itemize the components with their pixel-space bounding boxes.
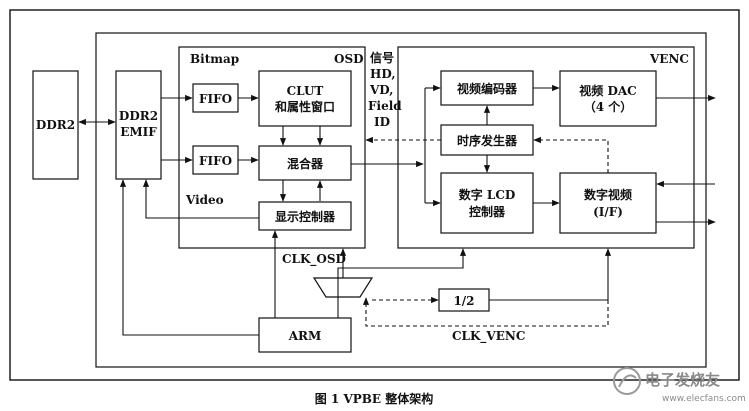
signal-label-3: VD,: [369, 83, 393, 97]
signal-label-1: 信号: [370, 50, 394, 65]
video-label: Video: [185, 193, 224, 207]
divider-text: 1/2: [453, 294, 474, 308]
ddr2-emif-block: [115, 70, 162, 180]
mixer-text: 混合器: [287, 156, 324, 171]
lcd-controller-block: [440, 172, 534, 234]
signal-label-2: HD,: [370, 67, 396, 81]
video-dac-block: [559, 70, 657, 127]
video-dac-text-2: （4 个）: [584, 99, 633, 114]
ddr2-block: [32, 70, 79, 180]
ddr2-emif-text-1: DDR2: [119, 109, 158, 123]
clk-venc-label: CLK_VENC: [452, 329, 525, 344]
lcd-controller-text-2: 控制器: [469, 204, 506, 219]
timing-generator-text: 时序发生器: [457, 133, 518, 148]
clk-osd-label: CLK_OSD: [282, 252, 346, 267]
signal-label-4: Field: [368, 99, 402, 113]
ddr2-text: DDR2: [36, 118, 75, 132]
signal-label-5: ID: [374, 115, 390, 129]
lcd-controller-text-1: 数字 LCD: [459, 187, 516, 202]
osd-region: [178, 46, 366, 249]
watermark-logo-icon: [613, 367, 641, 395]
arm-text: ARM: [288, 329, 322, 343]
digital-video-text-1: 数字视频: [584, 187, 632, 202]
mixer-block: [258, 145, 352, 181]
signal-connections: [78, 84, 716, 336]
bitmap-label: Bitmap: [190, 52, 239, 66]
clock-mux: [312, 277, 374, 298]
ddr2-emif-text-2: EMIF: [120, 125, 157, 139]
watermark: 电子发烧友 www.elecfans.com: [613, 367, 746, 404]
digital-video-block: [559, 172, 657, 234]
figure-frame: [9, 9, 740, 381]
display-controller-text: 显示控制器: [275, 209, 336, 224]
fifo-bottom-text: FIFO: [199, 154, 232, 168]
clut-text-2: 和属性窗口: [274, 99, 335, 114]
vpbe-boundary: [95, 32, 707, 368]
venc-label: VENC: [649, 52, 689, 66]
watermark-text: 电子发烧友: [645, 371, 720, 389]
osd-label: OSD: [334, 52, 364, 66]
watermark-url: www.elecfans.com: [662, 394, 746, 404]
signal-labels: 信号 HD, VD, Field ID: [368, 50, 402, 129]
figure-caption: 图 1 VPBE 整体架构: [315, 391, 434, 406]
fifo-top-text: FIFO: [199, 92, 232, 106]
display-controller-block: [258, 201, 352, 231]
digital-video-text-2: (I/F): [593, 205, 623, 219]
video-dac-text-1: 视频 DAC: [579, 83, 636, 98]
clut-block: [258, 70, 352, 127]
video-encoder-text: 视频编码器: [457, 81, 518, 96]
clut-text-1: CLUT: [287, 84, 324, 98]
venc-region: [397, 46, 695, 249]
watermark-logo-mark: [618, 374, 637, 388]
clock-connections: [362, 136, 609, 327]
